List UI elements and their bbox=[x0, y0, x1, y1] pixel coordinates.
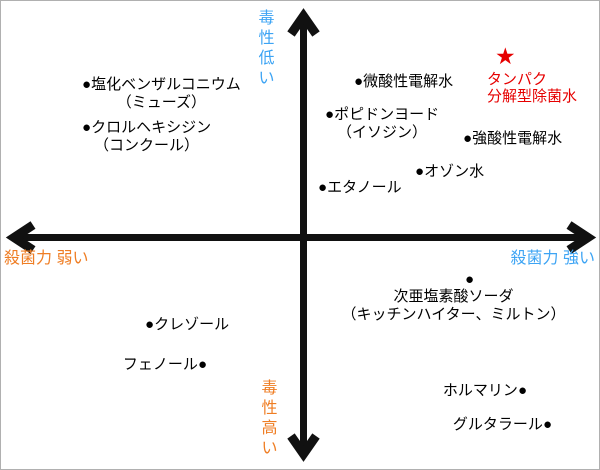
point-protein-decomposing-sanitizing-water: タンパク分解型除菌水 bbox=[487, 71, 577, 105]
axis-label-power-weak: 殺菌力 弱い bbox=[4, 250, 89, 267]
point-sublabel: （ミューズ） bbox=[116, 94, 207, 111]
point-formalin: ホルマリン● bbox=[443, 382, 527, 400]
point-sodium-hypochlorite: 次亜塩素酸ソーダ（キッチンハイター、ミルトン） bbox=[341, 288, 566, 324]
dot-marker-icon: ● bbox=[542, 416, 552, 433]
point-label: ポピドンヨード bbox=[334, 106, 440, 123]
point-chlorhexidine: ●クロルヘキシジン（コンクール） bbox=[82, 119, 211, 155]
arrow-up-icon bbox=[287, 8, 320, 37]
dot-marker-icon: ● bbox=[82, 119, 92, 136]
dot-marker-icon: ● bbox=[465, 271, 475, 288]
dot-marker-icon: ● bbox=[197, 356, 207, 373]
arrow-down-icon bbox=[287, 433, 320, 462]
point-cresol: ●クレゾール bbox=[145, 316, 229, 334]
point-label: エタノール bbox=[327, 179, 402, 196]
point-sublabel: 分解型除菌水 bbox=[487, 88, 578, 105]
point-label: 微酸性電解水 bbox=[363, 73, 454, 90]
axis-label-toxicity-low: 毒性低い bbox=[258, 10, 275, 87]
point-label: オゾン水 bbox=[424, 163, 485, 180]
point-glutaral: グルタラール● bbox=[453, 416, 552, 434]
dot-marker-icon: ● bbox=[145, 316, 155, 333]
point-povidone-iodine: ●ポピドンヨード（イソジン） bbox=[325, 106, 439, 142]
point-sublabel: （キッチンハイター、ミルトン） bbox=[341, 306, 566, 323]
dot-marker-icon: ● bbox=[325, 106, 335, 123]
point-sublabel: （コンクール） bbox=[94, 137, 200, 154]
point-label: ホルマリン bbox=[442, 382, 518, 399]
point-label: クレゾール bbox=[154, 316, 230, 333]
point-label: グルタラール bbox=[452, 416, 543, 433]
point-strongly-acidic-electrolyzed-water: ●強酸性電解水 bbox=[463, 130, 562, 148]
dot-marker-icon: ● bbox=[517, 382, 527, 399]
point-label: クロルヘキシジン bbox=[91, 119, 212, 136]
dot-marker-icon: ● bbox=[82, 76, 92, 93]
point-label: 強酸性電解水 bbox=[472, 130, 563, 147]
point-label: 次亜塩素酸ソーダ bbox=[393, 288, 514, 305]
point-sublabel: （イソジン） bbox=[337, 124, 428, 141]
dot-marker-icon: ● bbox=[415, 163, 425, 180]
axis-label-toxicity-high: 毒性高い bbox=[261, 380, 278, 457]
point-label: フェノール bbox=[122, 356, 198, 373]
arrow-right-icon bbox=[566, 221, 597, 254]
point-benzalkonium-chloride: ●塩化ベンザルコニウム（ミューズ） bbox=[82, 76, 241, 112]
star-marker-icon: ★ bbox=[495, 43, 516, 69]
dot-marker-icon: ● bbox=[354, 73, 364, 90]
arrow-left-icon bbox=[5, 221, 36, 254]
dot-marker-icon: ● bbox=[463, 130, 473, 147]
dot-marker-icon: ● bbox=[318, 179, 328, 196]
point-phenol: フェノール● bbox=[123, 356, 207, 374]
point-label: 塩化ベンザルコニウム bbox=[91, 76, 241, 93]
point-slightly-acidic-electrolyzed-water: ●微酸性電解水 bbox=[354, 73, 453, 91]
axis-label-power-strong: 殺菌力 強い bbox=[510, 250, 595, 267]
point-ethanol: ●エタノール bbox=[318, 179, 402, 197]
point-ozone-water: ●オゾン水 bbox=[415, 163, 484, 181]
point-label: タンパク bbox=[487, 71, 548, 88]
